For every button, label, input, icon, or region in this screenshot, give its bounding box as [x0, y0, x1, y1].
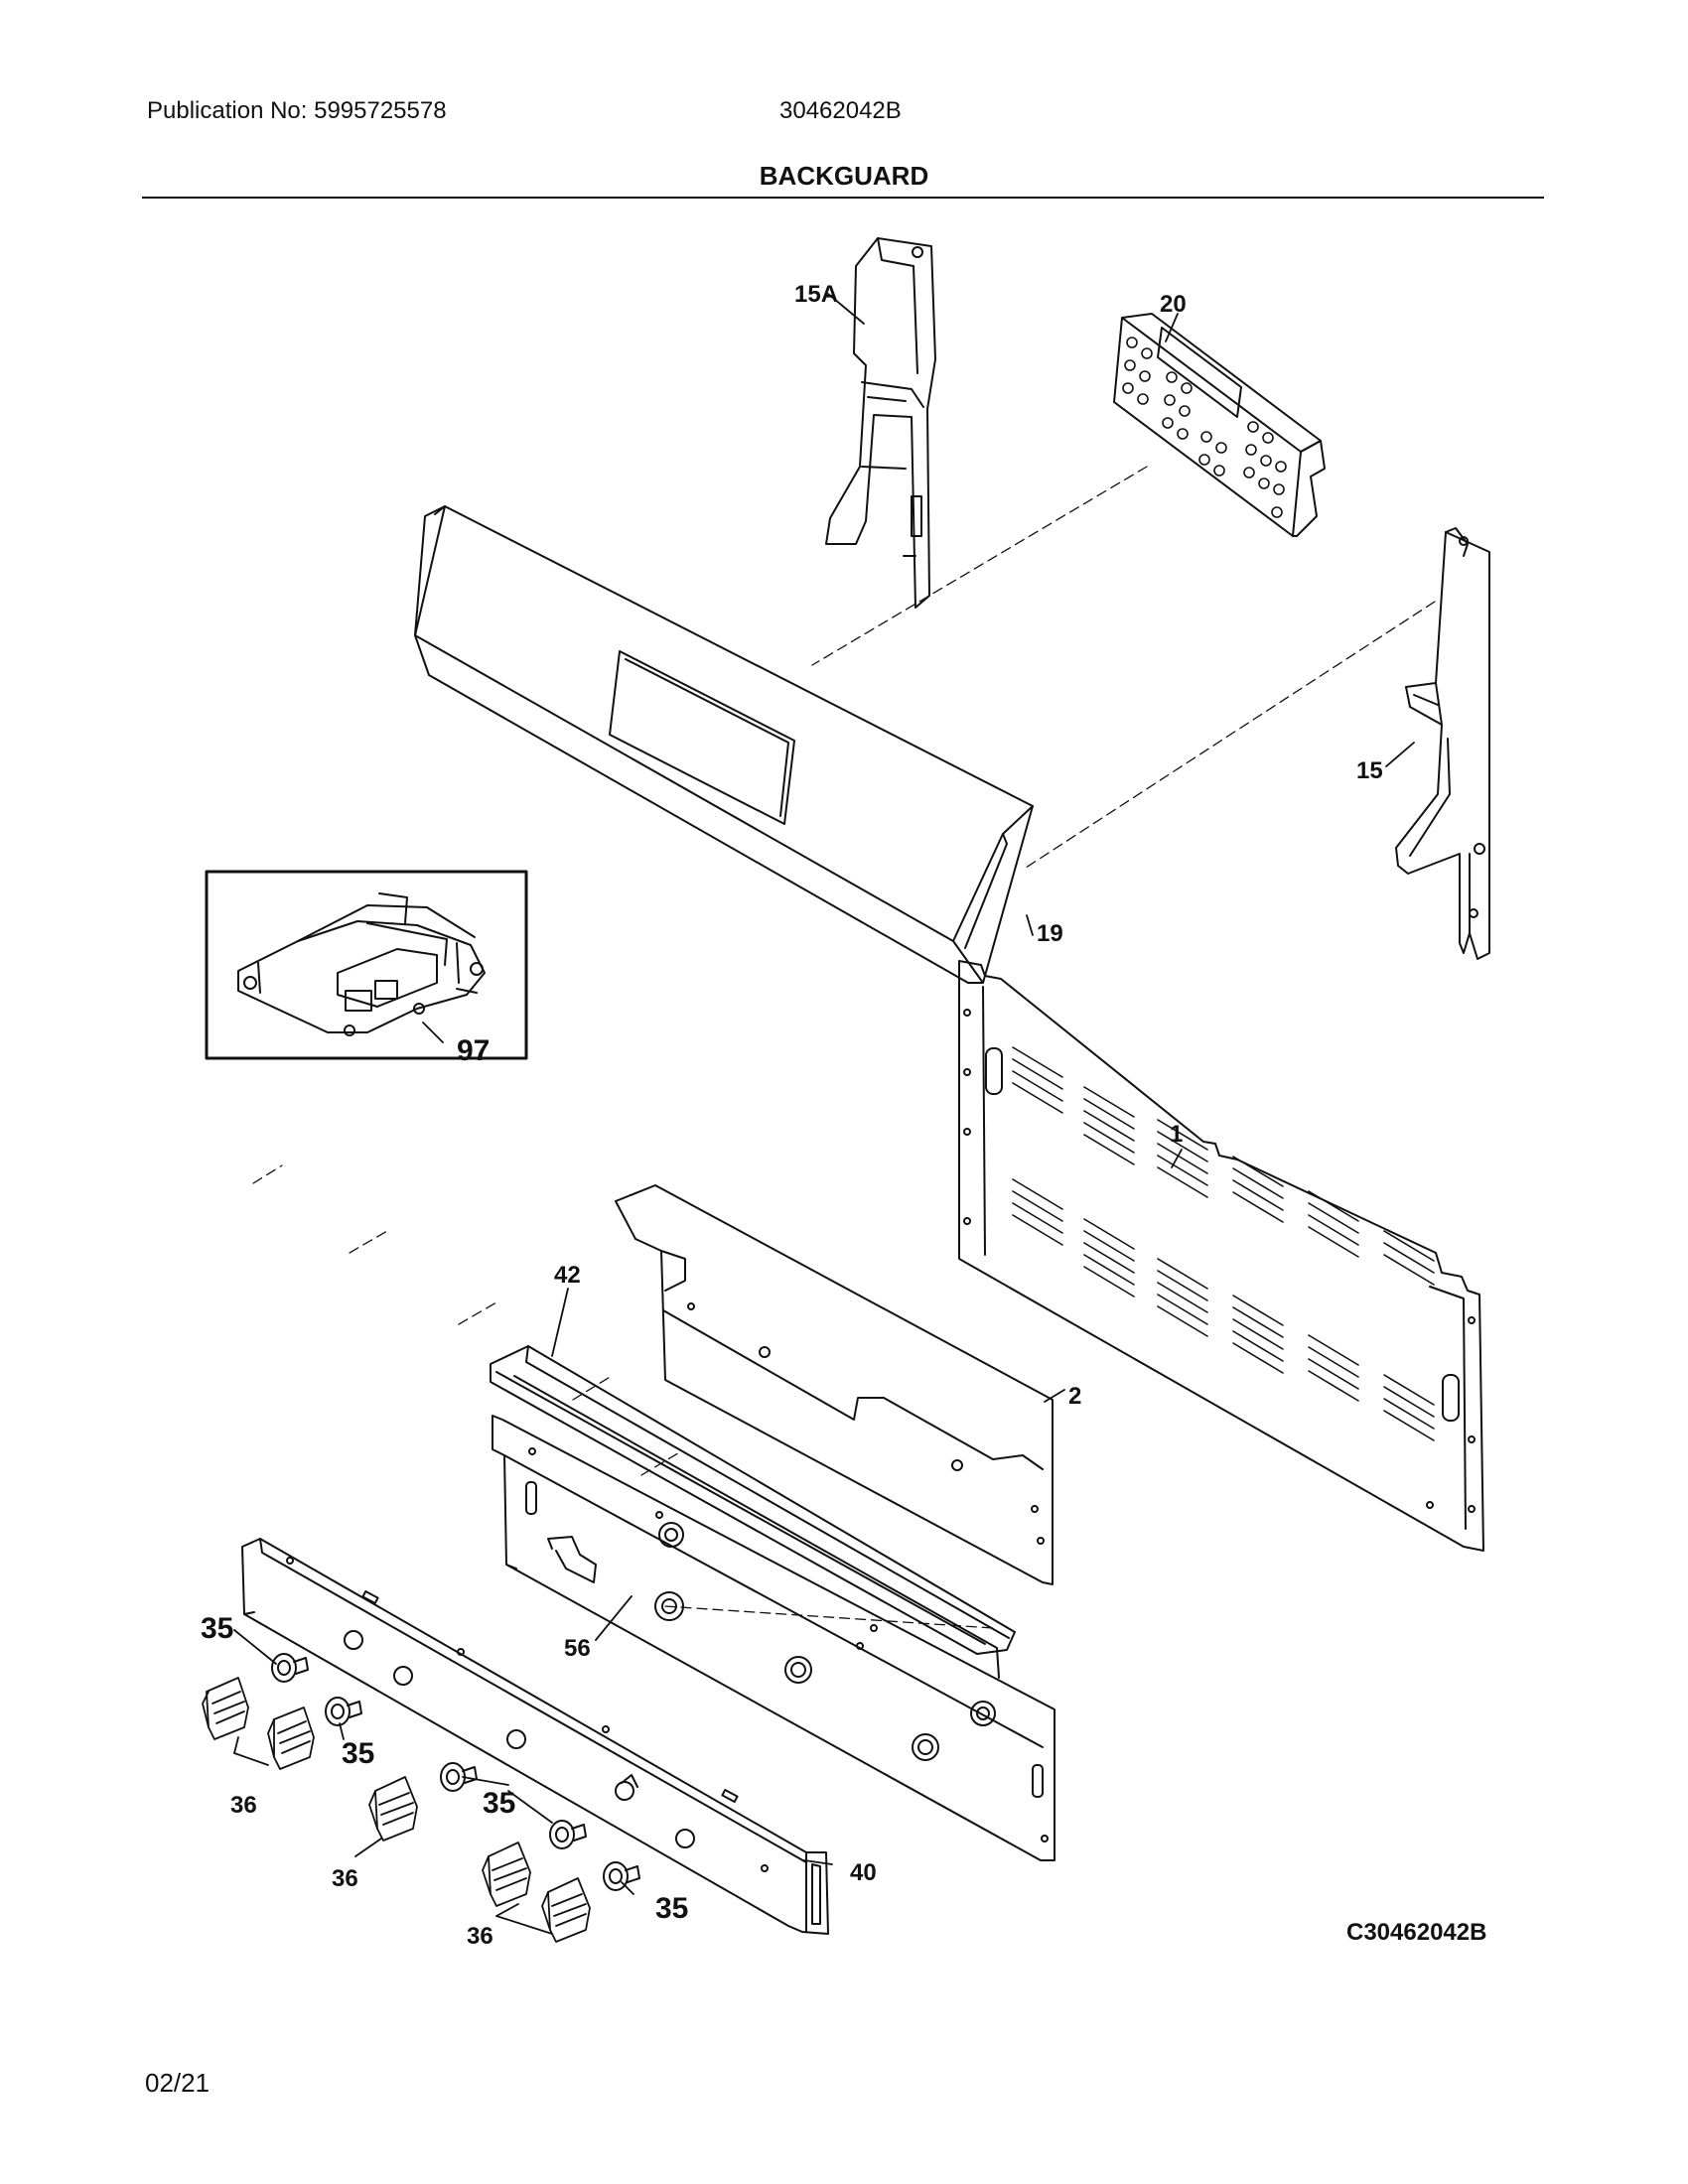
part-1-rear-panel: [958, 960, 1484, 1552]
label-35-c: 35: [483, 1787, 515, 1820]
leader-lines: [233, 293, 1415, 1935]
header-rule: [142, 197, 1544, 199]
label-36-a: 36: [230, 1792, 257, 1819]
part-15a-end-cap: [825, 237, 936, 609]
part-56-manifold-panel: [492, 1415, 1055, 1861]
label-35-a: 35: [201, 1612, 233, 1645]
label-36-c: 36: [467, 1923, 493, 1950]
bezel-1: [271, 1653, 309, 1683]
knob-3: [368, 1776, 418, 1842]
part-20-electronic-control: [1113, 313, 1326, 537]
part-97-inset-box: [205, 870, 528, 1060]
part-15-end-cap: [1395, 527, 1490, 960]
bezel-3: [440, 1762, 478, 1792]
part-36-control-knobs: [202, 1677, 591, 1943]
part-35-knob-bezels: [271, 1653, 640, 1891]
label-15a: 15A: [794, 281, 838, 308]
part-97-relay-board: [237, 892, 486, 1036]
label-36-b: 36: [332, 1865, 358, 1892]
model-number: 30462042B: [779, 97, 902, 124]
label-97: 97: [457, 1034, 490, 1067]
alignment-dashed-lines: [252, 466, 1436, 1629]
knob-5: [541, 1877, 591, 1943]
part-2-shield-plate: [615, 1184, 1054, 1585]
label-35-d: 35: [655, 1892, 688, 1925]
section-title: BACKGUARD: [759, 161, 929, 191]
label-20: 20: [1160, 291, 1187, 318]
knob-1: [202, 1677, 249, 1740]
label-15: 15: [1356, 757, 1383, 784]
bezel-4: [549, 1820, 587, 1849]
label-1: 1: [1170, 1121, 1183, 1148]
label-56: 56: [564, 1635, 591, 1662]
knob-4: [482, 1842, 531, 1907]
publication-number: Publication No: 5995725578: [147, 97, 447, 124]
part-40-control-panel: [241, 1538, 829, 1935]
label-2: 2: [1068, 1383, 1081, 1410]
callout-labels: 15A 20 15 19 97 1 42 2 56 40 35 35 35 35…: [201, 281, 1486, 1950]
knob-2: [267, 1706, 315, 1770]
revision-date: 02/21: [145, 2068, 211, 2098]
bezel-2: [325, 1697, 362, 1726]
label-19: 19: [1037, 920, 1063, 947]
bezel-5: [603, 1861, 640, 1891]
part-19-backguard-panel: [414, 505, 1034, 984]
part-42-trim-strip: [490, 1345, 1016, 1679]
label-35-b: 35: [342, 1737, 374, 1770]
label-42: 42: [554, 1262, 581, 1289]
label-40: 40: [850, 1859, 877, 1886]
drawing-code: C30462042B: [1346, 1919, 1486, 1946]
